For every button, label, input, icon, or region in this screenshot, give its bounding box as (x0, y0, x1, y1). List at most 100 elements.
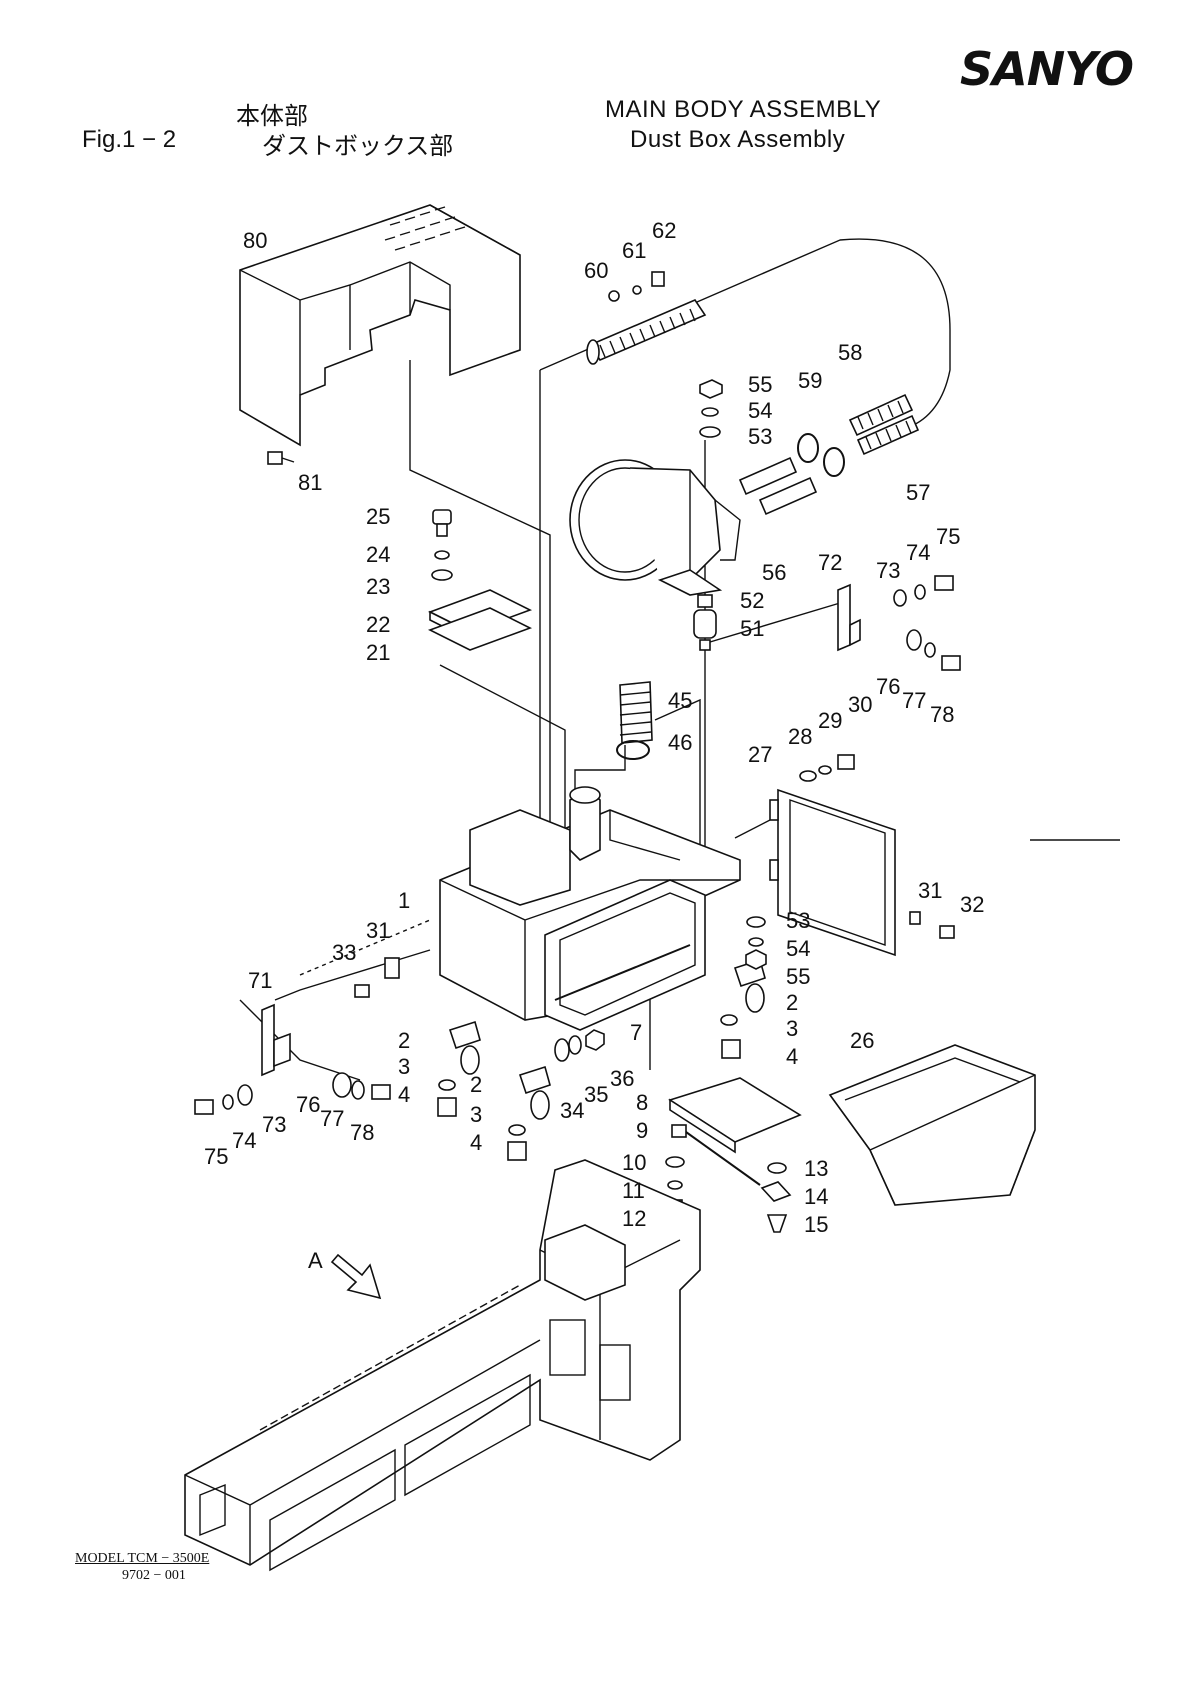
bracket-14 (762, 1182, 790, 1201)
callout-c73b: 73 (262, 1112, 286, 1137)
callout-c53a: 53 (748, 424, 772, 449)
callout-c56: 56 (762, 560, 786, 585)
washer-76b (333, 1073, 351, 1097)
callout-c75b: 75 (204, 1144, 228, 1169)
washer-73a (894, 590, 906, 606)
screw-33 (355, 985, 369, 997)
screw-32 (940, 926, 954, 938)
hose-spring-60 (587, 272, 705, 364)
washer-29 (819, 766, 831, 774)
callout-c34: 34 (560, 1098, 584, 1123)
motor-part (570, 460, 740, 595)
bolt-78b (372, 1085, 390, 1099)
nut-55b (746, 950, 766, 969)
callout-c54b: 54 (786, 936, 810, 961)
callout-c4b: 4 (470, 1130, 482, 1155)
bolt-78a (942, 656, 960, 670)
latch-31a (385, 958, 399, 978)
callout-c1: 1 (398, 888, 410, 913)
callout-c77a: 77 (902, 688, 926, 713)
washer-23 (432, 570, 452, 580)
clamp-46 (617, 741, 649, 759)
bolt-4b (508, 1142, 526, 1160)
washer-24 (435, 551, 449, 559)
view-arrow-a (332, 1255, 380, 1298)
washer-13 (768, 1163, 786, 1173)
washer-3b (509, 1125, 525, 1135)
callout-c13: 13 (804, 1156, 828, 1181)
callout-c27: 27 (748, 742, 772, 767)
bracket-71 (262, 1005, 290, 1075)
callout-c80: 80 (243, 228, 267, 253)
washer-74a (915, 585, 925, 599)
callout-c4c: 4 (786, 1044, 798, 1069)
callout-c76b: 76 (296, 1092, 320, 1117)
callout-c78b: 78 (350, 1120, 374, 1145)
callout-c81: 81 (298, 470, 322, 495)
bolt-75a (935, 576, 953, 590)
callout-c28: 28 (788, 724, 812, 749)
document-code: 9702 − 001 (122, 1568, 186, 1584)
washer-74b (223, 1095, 233, 1109)
callout-c59: 59 (798, 368, 822, 393)
callout-c54a: 54 (748, 398, 772, 423)
callout-c58: 58 (838, 340, 862, 365)
callout-c32: 32 (960, 892, 984, 917)
washer-77b (352, 1081, 364, 1099)
washer-53b (747, 917, 765, 927)
callout-c31a: 31 (366, 918, 390, 943)
callout-c29: 29 (818, 708, 842, 733)
caster-2a (450, 1022, 480, 1074)
callout-c21: 21 (366, 640, 390, 665)
latch-31b (910, 912, 920, 924)
callout-c76a: 76 (876, 674, 900, 699)
screw-15 (768, 1215, 786, 1232)
callout-c26: 26 (850, 1028, 874, 1053)
caster-2b (520, 1067, 550, 1119)
collection-tray-26 (830, 1045, 1035, 1205)
callout-c15: 15 (804, 1212, 828, 1237)
callout-c36: 36 (610, 1066, 634, 1091)
callout-c57: 57 (906, 480, 930, 505)
connector-56 (740, 458, 816, 514)
washer-3c (721, 1015, 737, 1025)
callout-c71: 71 (248, 968, 272, 993)
washer-77a (925, 643, 935, 657)
callout-c3b: 3 (470, 1102, 482, 1127)
callout-c77b: 77 (320, 1106, 344, 1131)
callout-c62: 62 (652, 218, 676, 243)
callout-c25: 25 (366, 504, 390, 529)
nut-36 (586, 1030, 604, 1050)
washer-73b (238, 1085, 252, 1105)
callout-c45: 45 (668, 688, 692, 713)
callout-c7: 7 (630, 1020, 642, 1045)
callout-c35: 35 (584, 1082, 608, 1107)
clamp-59 (798, 434, 844, 476)
callout-c4a: 4 (398, 1082, 410, 1107)
callout-c10: 10 (622, 1150, 646, 1175)
bracket-72 (838, 585, 860, 650)
callout-c14: 14 (804, 1184, 828, 1209)
callout-c55a: 55 (748, 372, 772, 397)
dust-box-body-1 (440, 787, 740, 1030)
callout-c74a: 74 (906, 540, 930, 565)
callout-c46: 46 (668, 730, 692, 755)
top-cover-part (240, 205, 520, 445)
callout-c9: 9 (636, 1118, 648, 1143)
callout-c74b: 74 (232, 1128, 256, 1153)
callout-c2c: 2 (786, 990, 798, 1015)
bolt-stack-53-55 (700, 380, 722, 437)
callout-c24: 24 (366, 542, 390, 567)
callout-c33: 33 (332, 940, 356, 965)
washer-10 (666, 1157, 684, 1167)
callout-c52: 52 (740, 588, 764, 613)
callout-c60: 60 (584, 258, 608, 283)
callout-c2a: 2 (398, 1028, 410, 1053)
bolt-4c (722, 1040, 740, 1058)
washer-54b (749, 938, 763, 946)
bolt-4a (438, 1098, 456, 1116)
callout-c31b: 31 (918, 878, 942, 903)
callout-c30: 30 (848, 692, 872, 717)
bolt-30 (838, 755, 854, 769)
